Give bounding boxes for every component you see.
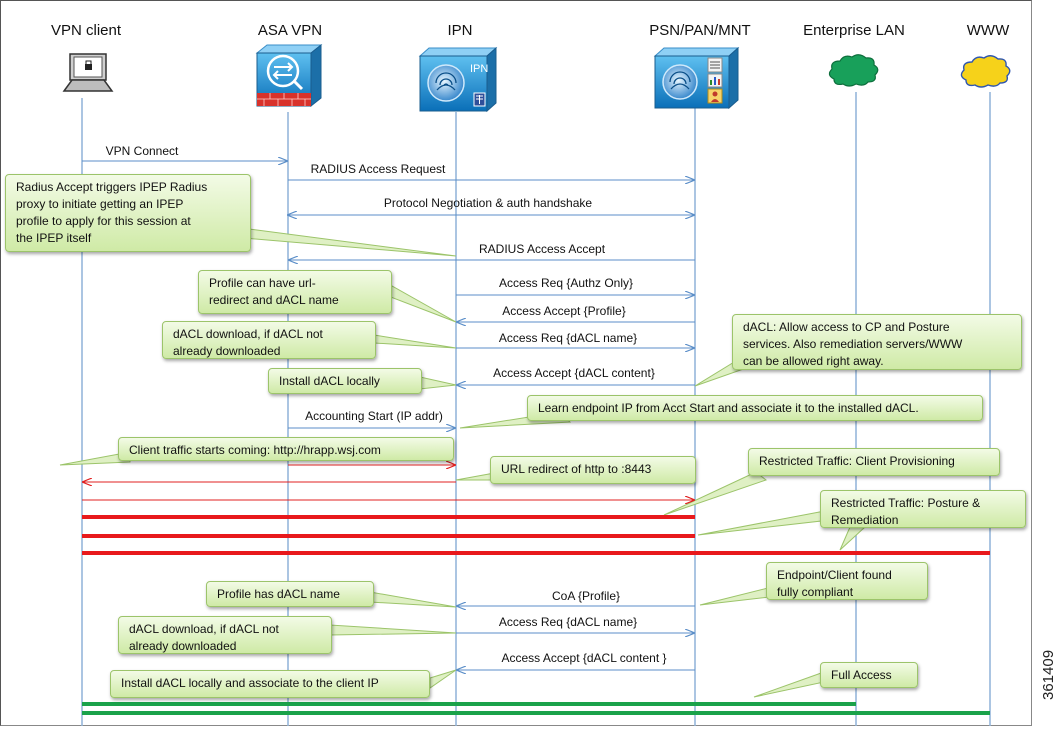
policy-server-icon [653,46,740,110]
diagram-frame [0,0,1032,726]
note-pointers [59,225,867,698]
www-cloud-icon [960,55,1011,88]
message-label-access-req-dacl: Access Req {dACL name} [498,331,638,345]
note-client-traffic: Client traffic starts coming: http://hra… [118,437,454,461]
note-install-dacl: Install dACL locally [268,368,422,394]
participant-label-www: WWW [966,22,1010,39]
participant-label-psn-pan-mnt: PSN/PAN/MNT [649,22,751,39]
note-dacl-download: dACL download, if dACL not already downl… [162,321,376,359]
note-profile-url: Profile can have url- redirect and dACL … [198,270,392,314]
message-label-access-req-authz: Access Req {Authz Only} [498,276,634,290]
note-dacl-allow: dACL: Allow access to CP and Posture ser… [732,314,1022,370]
message-label-radius-access-accept: RADIUS Access Accept [478,242,606,256]
participant-label-enterprise-lan: Enterprise LAN [803,22,905,39]
figure-number: 361409 [1040,649,1057,700]
message-label-radius-access-request: RADIUS Access Request [310,162,446,176]
note-profile-has-dacl: Profile has dACL name [206,581,374,607]
note-restricted-posture: Restricted Traffic: Posture & Remediatio… [820,490,1026,528]
lan-cloud-icon [828,54,879,87]
message-label-accounting-start: Accounting Start (IP addr) [305,409,443,423]
note-radius-accept: Radius Accept triggers IPEP Radius proxy… [5,174,251,252]
messages [82,161,695,670]
note-install-associate: Install dACL locally and associate to th… [110,670,430,698]
traffic-bars [82,515,990,715]
note-compliant: Endpoint/Client found fully compliant [766,562,928,600]
note-url-redirect: URL redirect of http to :8443 [490,456,696,484]
note-dacl-download-2: dACL download, if dACL not already downl… [118,616,332,654]
message-label-access-accept-dacl-2: Access Accept {dACL content } [501,651,667,665]
ipn-icon-label: IPN [470,63,488,75]
message-label-access-accept-dacl: Access Accept {dACL content} [493,366,655,380]
participant-label-vpn-client: VPN client [50,22,122,39]
message-label-coa-profile: CoA {Profile} [551,589,621,603]
laptop-icon [62,53,114,92]
message-label-vpn-connect: VPN Connect [105,144,179,158]
note-restricted-provisioning: Restricted Traffic: Client Provisioning [748,448,1000,476]
message-label-access-accept-profile: Access Accept {Profile} [502,304,626,318]
firewall-icon [255,43,323,108]
message-label-access-req-dacl-2: Access Req {dACL name} [498,615,638,629]
message-label-protocol-negotiation: Protocol Negotiation & auth handshake [383,196,593,210]
participant-label-ipn: IPN [447,22,473,39]
note-full-access: Full Access [820,662,918,688]
participant-label-asa-vpn: ASA VPN [257,22,323,39]
note-learn-ip: Learn endpoint IP from Acct Start and as… [527,395,983,421]
ipn-appliance-icon: IPN [418,46,498,113]
